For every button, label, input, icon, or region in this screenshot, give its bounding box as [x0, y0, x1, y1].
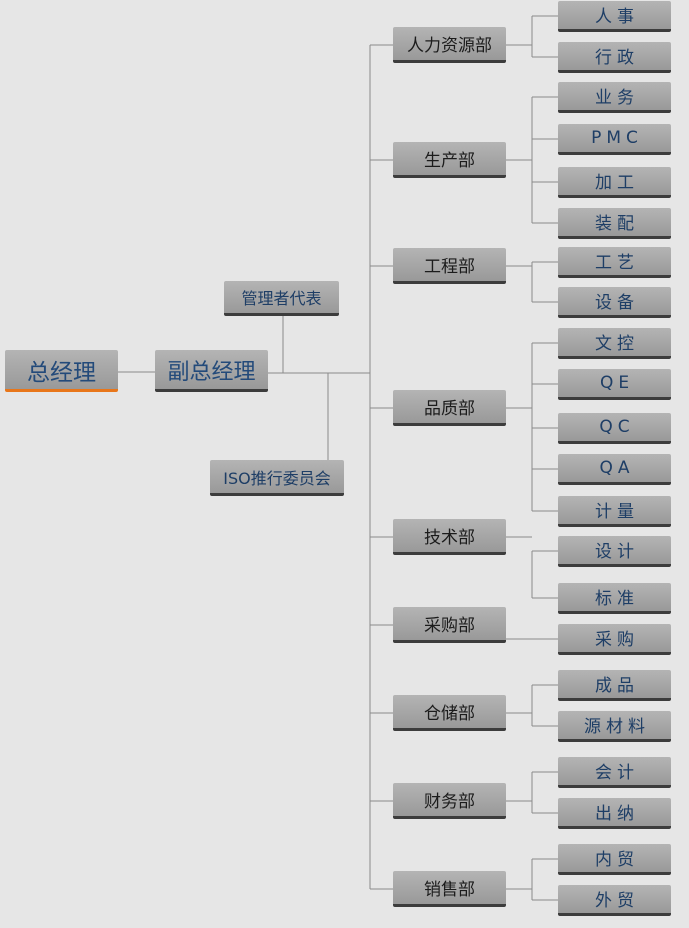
sub-node-7-0: 会计 [558, 756, 671, 788]
sub-node-7-0-label: 会计 [595, 763, 639, 783]
sub-node-2-1: 设备 [558, 286, 671, 318]
sub-node-4-0: 设计 [558, 535, 671, 567]
department-node-7: 财务部 [393, 783, 506, 819]
department-node-7-label: 财务部 [424, 792, 475, 812]
sub-node-5-0: 采购 [558, 623, 671, 655]
sub-node-1-2-label: 加工 [595, 173, 639, 193]
sub-node-1-1: PMC [558, 123, 671, 155]
vice-node: 副总经理 [155, 350, 268, 392]
sub-node-4-0-label: 设计 [595, 542, 639, 562]
sub-node-2-0: 工艺 [558, 246, 671, 278]
sub-node-2-0-label: 工艺 [595, 253, 639, 273]
sub-node-3-3-label: QA [599, 457, 635, 478]
sub-node-6-0: 成品 [558, 669, 671, 701]
sub-node-4-1-label: 标准 [595, 589, 639, 609]
department-node-3: 品质部 [393, 390, 506, 426]
sub-node-7-1: 出纳 [558, 797, 671, 829]
sub-node-1-3-label: 装配 [595, 214, 639, 234]
root-node: 总经理 [5, 350, 118, 392]
sub-node-2-1-label: 设备 [595, 293, 639, 313]
sub-node-3-1: QE [558, 368, 671, 400]
sub-node-3-4: 计量 [558, 495, 671, 527]
sub-node-3-2: QC [558, 412, 671, 444]
sub-node-5-0-label: 采购 [595, 630, 639, 650]
sub-node-3-2-label: QC [599, 416, 635, 437]
department-node-5-label: 采购部 [424, 616, 475, 636]
vice-node-label: 副总经理 [167, 359, 256, 385]
side-node-management-rep: 管理者代表 [224, 281, 339, 316]
sub-node-3-0: 文控 [558, 327, 671, 359]
department-node-1: 生产部 [393, 142, 506, 178]
department-node-1-label: 生产部 [424, 151, 475, 171]
sub-node-1-0-label: 业务 [595, 88, 639, 108]
sub-node-3-3: QA [558, 453, 671, 485]
department-node-2: 工程部 [393, 248, 506, 284]
department-node-3-label: 品质部 [424, 399, 475, 419]
sub-node-0-1-label: 行政 [595, 48, 639, 68]
side-node-management-rep-label: 管理者代表 [241, 289, 322, 308]
sub-node-0-1: 行政 [558, 41, 671, 73]
sub-node-0-0-label: 人事 [595, 7, 639, 27]
sub-node-4-1: 标准 [558, 582, 671, 614]
department-node-8: 销售部 [393, 871, 506, 907]
sub-node-3-0-label: 文控 [595, 334, 639, 354]
sub-node-8-1-label: 外贸 [595, 891, 639, 911]
sub-node-6-0-label: 成品 [595, 676, 639, 696]
sub-node-1-3: 装配 [558, 207, 671, 239]
root-node-label: 总经理 [27, 359, 96, 386]
department-node-0: 人力资源部 [393, 27, 506, 63]
department-node-2-label: 工程部 [424, 257, 475, 277]
sub-node-8-1: 外贸 [558, 884, 671, 916]
department-node-0-label: 人力资源部 [407, 36, 492, 56]
side-node-iso-committee-label: ISO推行委员会 [223, 468, 331, 488]
sub-node-1-0: 业务 [558, 81, 671, 113]
sub-node-6-1-label: 源材料 [584, 717, 650, 737]
sub-node-3-4-label: 计量 [595, 502, 639, 522]
side-node-iso-committee: ISO推行委员会 [210, 460, 344, 496]
department-node-4-label: 技术部 [424, 528, 475, 548]
sub-node-0-0: 人事 [558, 0, 671, 32]
sub-node-8-0-label: 内贸 [595, 850, 639, 870]
department-node-5: 采购部 [393, 607, 506, 643]
sub-node-8-0: 内贸 [558, 843, 671, 875]
department-node-6: 仓储部 [393, 695, 506, 731]
department-node-6-label: 仓储部 [424, 704, 475, 724]
sub-node-3-1-label: QE [599, 372, 635, 393]
department-node-8-label: 销售部 [424, 880, 475, 900]
sub-node-1-2: 加工 [558, 166, 671, 198]
sub-node-1-1-label: PMC [591, 127, 643, 148]
sub-node-7-1-label: 出纳 [595, 804, 639, 824]
sub-node-6-1: 源材料 [558, 710, 671, 742]
department-node-4: 技术部 [393, 519, 506, 555]
